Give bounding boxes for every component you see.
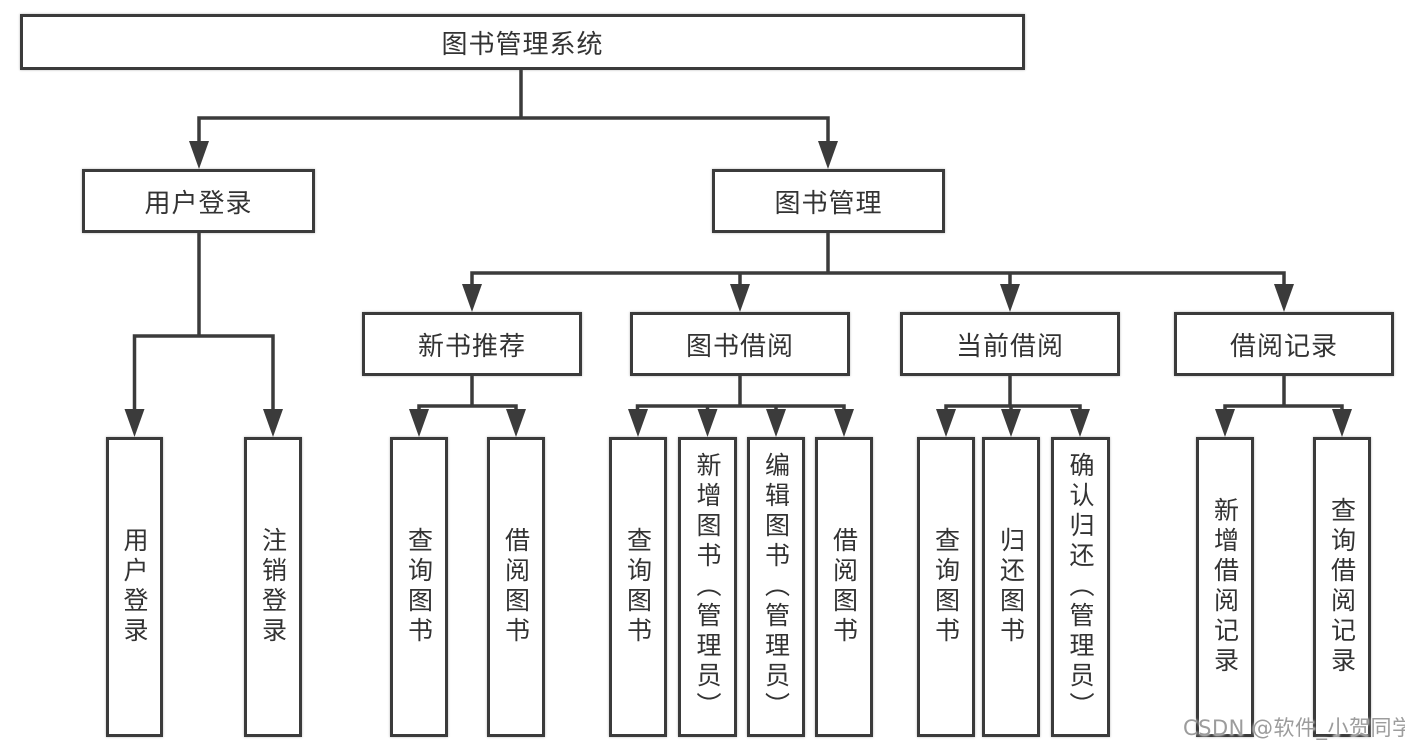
node-root-system-label: 图书管理系统 bbox=[441, 29, 604, 60]
node-book-management: 图书管理 bbox=[712, 169, 945, 233]
connector-br-branch bbox=[1223, 404, 1344, 418]
connector-root-branch bbox=[197, 116, 830, 150]
leaf-cb-return-books: 归还图书 bbox=[982, 437, 1040, 737]
node-current-borrowing-label: 当前借阅 bbox=[955, 331, 1064, 362]
leaf-br-add-record-label: 新增借阅记录 bbox=[1210, 497, 1240, 677]
leaf-nbr-query-books-label: 查询图书 bbox=[404, 527, 434, 647]
connector-login-branch bbox=[132, 334, 275, 418]
leaf-cb-return-books-label: 归还图书 bbox=[996, 527, 1026, 647]
leaf-br-query-record-label: 查询借阅记录 bbox=[1327, 497, 1357, 677]
leaf-cb-query-books-label: 查询图书 bbox=[931, 527, 961, 647]
leaf-bb-borrow-books-label: 借阅图书 bbox=[829, 527, 859, 647]
node-borrowing-records: 借阅记录 bbox=[1174, 312, 1394, 376]
node-book-borrowing: 图书借阅 bbox=[630, 312, 850, 376]
node-book-management-label: 图书管理 bbox=[774, 188, 883, 219]
node-user-login: 用户登录 bbox=[82, 169, 315, 233]
connector-mgmt-branch bbox=[470, 271, 1286, 293]
leaf-cb-confirm-return-admin: 确认归还（管理员） bbox=[1051, 437, 1110, 737]
leaf-bb-add-books-admin-label: 新增图书（管理员） bbox=[693, 452, 722, 722]
leaf-bb-add-books-admin: 新增图书（管理员） bbox=[678, 437, 737, 737]
connector-bb-branch bbox=[635, 404, 846, 418]
leaf-br-query-record: 查询借阅记录 bbox=[1313, 437, 1371, 737]
arrowheads bbox=[124, 141, 1352, 437]
node-user-login-label: 用户登录 bbox=[144, 188, 253, 219]
leaf-br-add-record: 新增借阅记录 bbox=[1196, 437, 1254, 737]
connector-mgmt-mid-stems bbox=[738, 273, 1012, 293]
node-book-borrowing-label: 图书借阅 bbox=[685, 331, 794, 362]
leaf-bb-edit-books-admin-label: 编辑图书（管理员） bbox=[761, 452, 791, 722]
node-borrowing-records-label: 借阅记录 bbox=[1229, 331, 1338, 362]
leaf-logout-label: 注销登录 bbox=[258, 527, 288, 647]
leaf-user-login: 用户登录 bbox=[106, 437, 163, 737]
node-new-book-recommend: 新书推荐 bbox=[362, 312, 582, 376]
leaf-bb-query-books-label: 查询图书 bbox=[623, 527, 653, 647]
connector-nbr-branch bbox=[417, 404, 518, 418]
leaf-logout: 注销登录 bbox=[244, 437, 302, 737]
leaf-nbr-borrow-books: 借阅图书 bbox=[487, 437, 545, 737]
leaf-nbr-query-books: 查询图书 bbox=[390, 437, 448, 737]
leaf-user-login-label: 用户登录 bbox=[120, 527, 149, 647]
node-root-system: 图书管理系统 bbox=[20, 14, 1025, 70]
node-new-book-recommend-label: 新书推荐 bbox=[417, 331, 526, 362]
leaf-cb-query-books: 查询图书 bbox=[917, 437, 975, 737]
leaf-bb-edit-books-admin: 编辑图书（管理员） bbox=[747, 437, 805, 737]
leaf-cb-confirm-return-admin-label: 确认归还（管理员） bbox=[1066, 452, 1095, 722]
csdn-watermark: CSDN @软件_小贺同学 bbox=[1183, 716, 1405, 740]
leaf-nbr-borrow-books-label: 借阅图书 bbox=[501, 527, 531, 647]
node-current-borrowing: 当前借阅 bbox=[900, 312, 1120, 376]
leaf-bb-query-books: 查询图书 bbox=[609, 437, 667, 737]
leaf-bb-borrow-books: 借阅图书 bbox=[815, 437, 873, 737]
